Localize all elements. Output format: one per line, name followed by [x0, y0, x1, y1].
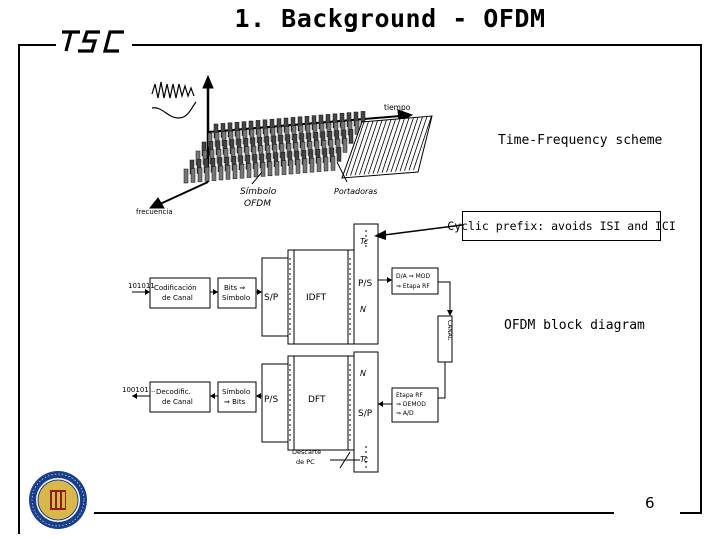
rx-sp: S/P: [358, 409, 373, 419]
rx-rf-1: Etapa RF: [396, 392, 423, 399]
page-number: 6: [645, 494, 655, 512]
caption-block-diagram: OFDM block diagram: [504, 318, 645, 333]
label-portadoras: Portadoras: [334, 187, 377, 196]
rx-s2b-2: ⇒ Bits: [224, 398, 246, 406]
subcarrier-grid: [183, 111, 366, 184]
label-tiempo: tiempo: [384, 103, 411, 112]
tx-da-1: D/A ⇒ MOD: [396, 273, 430, 280]
frame-bottom-right: [680, 512, 702, 514]
frame-right: [700, 44, 702, 512]
rx-tc: Tc: [360, 455, 369, 464]
tsc-logo: TSC: [60, 30, 124, 54]
frame-bottom: [94, 512, 614, 514]
rx-decod-2: de Canal: [162, 398, 193, 406]
cyclic-prefix-pointer: [374, 224, 463, 240]
tx-idft: IDFT: [306, 293, 327, 303]
tx-coding-2: de Canal: [162, 294, 193, 302]
descarte-2: de PC: [296, 458, 315, 466]
frame-top-right: [132, 44, 702, 46]
slide-title: 1. Background - OFDM: [234, 4, 546, 33]
rx-rf-3: ⇒ A/D: [396, 410, 414, 417]
descarte-1: Descarte: [292, 448, 321, 456]
caption-time-frequency: Time-Frequency scheme: [498, 133, 663, 148]
label-simbolo: Símbolo: [240, 187, 277, 197]
rx-ps: P/S: [264, 395, 278, 405]
rx-s2b-1: Símbolo: [222, 388, 250, 396]
canal-label: CANAL: [446, 320, 453, 341]
rx-bits: 100101...: [122, 386, 155, 394]
tx-coding-1: Codificación: [154, 284, 197, 292]
logo-text: TSC: [60, 52, 62, 54]
tx-bits: 101011: [128, 282, 155, 290]
tx-n: N: [360, 305, 366, 314]
rx-rf-2: ⇒ DEMOD: [396, 401, 426, 408]
time-frequency-figure: tiempo frecuencia Símbolo OFDM Portadora…: [136, 74, 433, 216]
ofdm-block-diagram: 101011 Codificación de Canal Bits ⇒ Símb…: [122, 223, 453, 473]
label-frecuencia: frecuencia: [136, 208, 173, 216]
tx-b2s-1: Bits ⇒: [224, 284, 245, 292]
caption-cyclic-prefix: Cyclic prefix: avoids ISI and ICI: [447, 211, 676, 241]
tx-tc: Tc: [360, 237, 369, 246]
rx-n: N: [360, 369, 366, 378]
rx-dft: DFT: [308, 395, 326, 405]
tx-ps: P/S: [358, 279, 372, 289]
frame-left: [18, 44, 20, 534]
rx-decod-1: Decodific.: [156, 388, 191, 396]
frame-top-left: [18, 44, 56, 46]
tx-b2s-2: Símbolo: [222, 294, 250, 302]
tx-sp: S/P: [264, 293, 279, 303]
university-seal-icon: [29, 471, 87, 529]
label-simbolo-ofdm: OFDM: [244, 199, 271, 209]
tx-da-2: ⇒ Etapa RF: [396, 283, 430, 290]
